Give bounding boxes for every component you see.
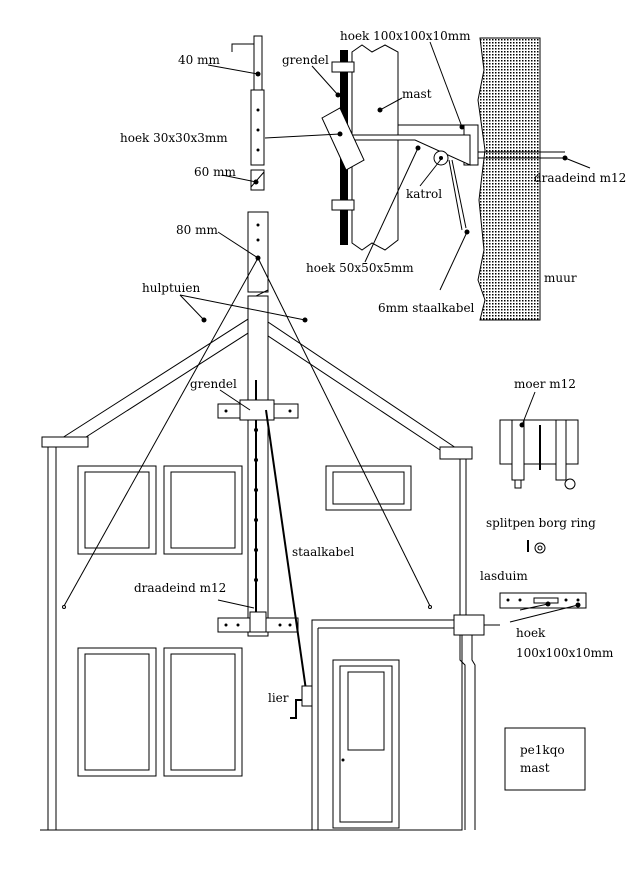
label-grendel-top: grendel bbox=[282, 53, 329, 67]
title-line-2: mast bbox=[520, 761, 550, 775]
steel-cable bbox=[265, 409, 307, 691]
label-80mm: 80 mm bbox=[176, 223, 218, 237]
label-mast: mast bbox=[402, 87, 432, 101]
label-draadeind-low: draadeind m12 bbox=[134, 581, 226, 595]
winch bbox=[290, 685, 313, 719]
label-muur: muur bbox=[544, 271, 577, 285]
label-staalkabel: staalkabel bbox=[292, 545, 354, 559]
leader-dots bbox=[201, 71, 581, 608]
label-lasduim: lasduim bbox=[480, 569, 528, 583]
label-hoek-100-low-2: 100x100x10mm bbox=[516, 646, 614, 660]
title-box: pe1kqo mast bbox=[504, 727, 586, 791]
mast bbox=[62, 35, 432, 719]
mast-lower-section bbox=[247, 295, 269, 637]
label-hoek-30: hoek 30x30x3mm bbox=[120, 131, 228, 145]
gutter-right bbox=[439, 446, 473, 460]
window-small bbox=[325, 465, 412, 511]
detail-mount bbox=[321, 37, 565, 321]
labels: 40 mm grendel hoek 100x100x10mm mast hoe… bbox=[120, 29, 626, 705]
detail-nut bbox=[499, 419, 579, 490]
label-hoek-50: hoek 50x50x5mm bbox=[306, 261, 414, 275]
label-katrol: katrol bbox=[406, 187, 442, 201]
label-grendel-mid: grendel bbox=[190, 377, 237, 391]
label-lier: lier bbox=[268, 691, 289, 705]
detail-lasduim bbox=[499, 592, 587, 609]
mast-top-flag bbox=[231, 43, 256, 52]
door bbox=[332, 659, 400, 829]
window-lower-left bbox=[77, 647, 157, 777]
guy-line-left bbox=[63, 257, 259, 607]
label-60mm: 60 mm bbox=[194, 165, 236, 179]
mast-section-2 bbox=[250, 89, 265, 166]
house bbox=[40, 313, 500, 831]
bracket-lower bbox=[217, 611, 299, 633]
label-40mm: 40 mm bbox=[178, 53, 220, 67]
label-moer-m12: moer m12 bbox=[514, 377, 576, 391]
window-lower-middle bbox=[163, 647, 243, 777]
label-hulptuien: hulptuien bbox=[142, 281, 200, 295]
downpipe bbox=[459, 635, 476, 830]
angle-30 bbox=[321, 107, 365, 171]
wall-hatched bbox=[477, 37, 541, 321]
detail-splitpen bbox=[527, 540, 546, 554]
annex bbox=[311, 614, 500, 831]
gutter-left bbox=[41, 436, 89, 448]
title-line-1: pe1kqo bbox=[520, 743, 565, 757]
label-splitpen: splitpen borg ring bbox=[486, 516, 596, 530]
bracket-upper bbox=[217, 399, 299, 421]
mast-wood bbox=[351, 44, 399, 251]
window-upper-middle bbox=[163, 465, 243, 555]
pipe-bracket bbox=[453, 614, 485, 636]
leader-lines bbox=[179, 41, 591, 623]
label-draadeind-top: draadeind m12 bbox=[534, 171, 626, 185]
angle-100-horizontal bbox=[397, 124, 465, 136]
label-hoek-100-top: hoek 100x100x10mm bbox=[340, 29, 471, 43]
label-hoek-100-low-1: hoek bbox=[516, 626, 546, 640]
label-6mm-staalkabel: 6mm staalkabel bbox=[378, 301, 475, 315]
